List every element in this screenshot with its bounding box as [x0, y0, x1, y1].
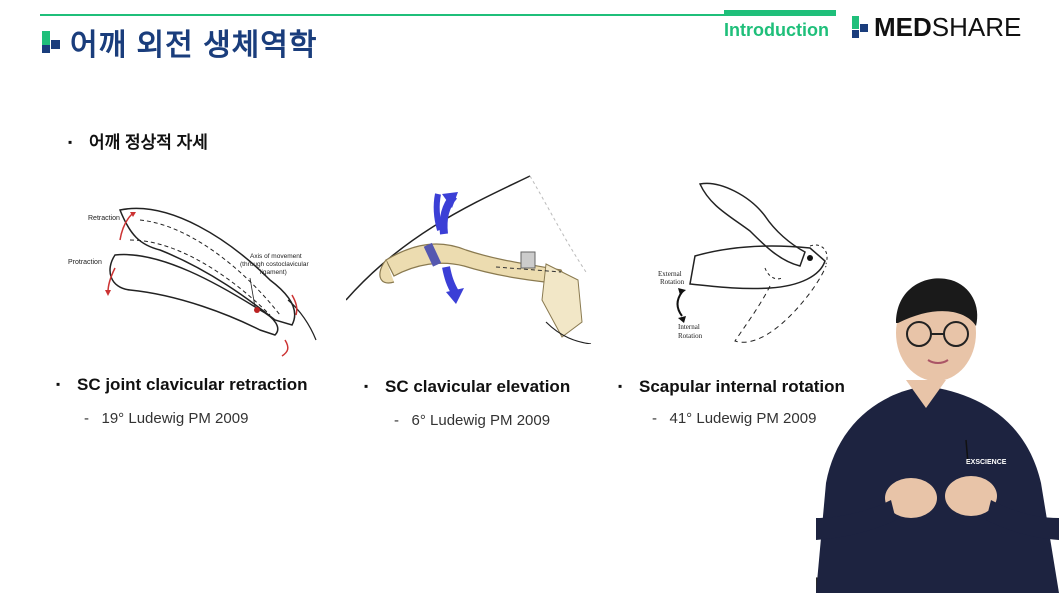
- title-bullet-icon: [42, 31, 64, 53]
- figure-caption-retraction: SC joint clavicular retraction: [56, 375, 308, 395]
- elevation-diagram: [346, 175, 592, 344]
- figure-caption-elevation: SC clavicular elevation: [364, 377, 570, 397]
- axis-label-line3: ligament): [260, 269, 287, 276]
- logo-text: MEDSHARE: [874, 12, 1022, 42]
- presenter-shirt-text: EXSCIENCE: [966, 459, 1007, 466]
- section-heading: 어깨 정상적 자세: [68, 128, 208, 153]
- medshare-logo: MEDSHARE: [852, 12, 1021, 43]
- logo-mark-icon: [852, 15, 872, 40]
- retraction-diagram: Retraction Protraction Axis of movement …: [68, 207, 317, 357]
- scapular-rotation-diagram: External Rotation Internal Rotation: [658, 182, 828, 343]
- protraction-label: Protraction: [68, 259, 102, 266]
- presenter-video: EXSCIENCE: [816, 278, 1059, 593]
- figure-detail-rotation: - 41° Ludewig PM 2009: [652, 410, 817, 427]
- internal-label-line1: Internal: [678, 323, 700, 331]
- header-divider: [40, 14, 836, 16]
- figure-detail-elevation: - 6° Ludewig PM 2009: [394, 412, 551, 429]
- axis-label-line1: Axis of movement: [250, 253, 302, 260]
- section-label: Introduction: [724, 20, 829, 40]
- section-indicator-bar: [724, 10, 836, 16]
- external-label-line1: External: [658, 270, 682, 278]
- figure-detail-retraction: - 19° Ludewig PM 2009: [84, 410, 249, 427]
- slide-title-group: 어깨 외전 생체역학: [42, 20, 317, 64]
- internal-label-line2: Rotation: [678, 332, 703, 340]
- external-label-line2: Rotation: [660, 278, 685, 286]
- figure-caption-rotation: Scapular internal rotation: [618, 377, 845, 397]
- axis-label-line2: (through costoclavicular: [240, 261, 309, 268]
- retraction-label: Retraction: [88, 215, 120, 222]
- slide-title: 어깨 외전 생체역학: [70, 29, 318, 62]
